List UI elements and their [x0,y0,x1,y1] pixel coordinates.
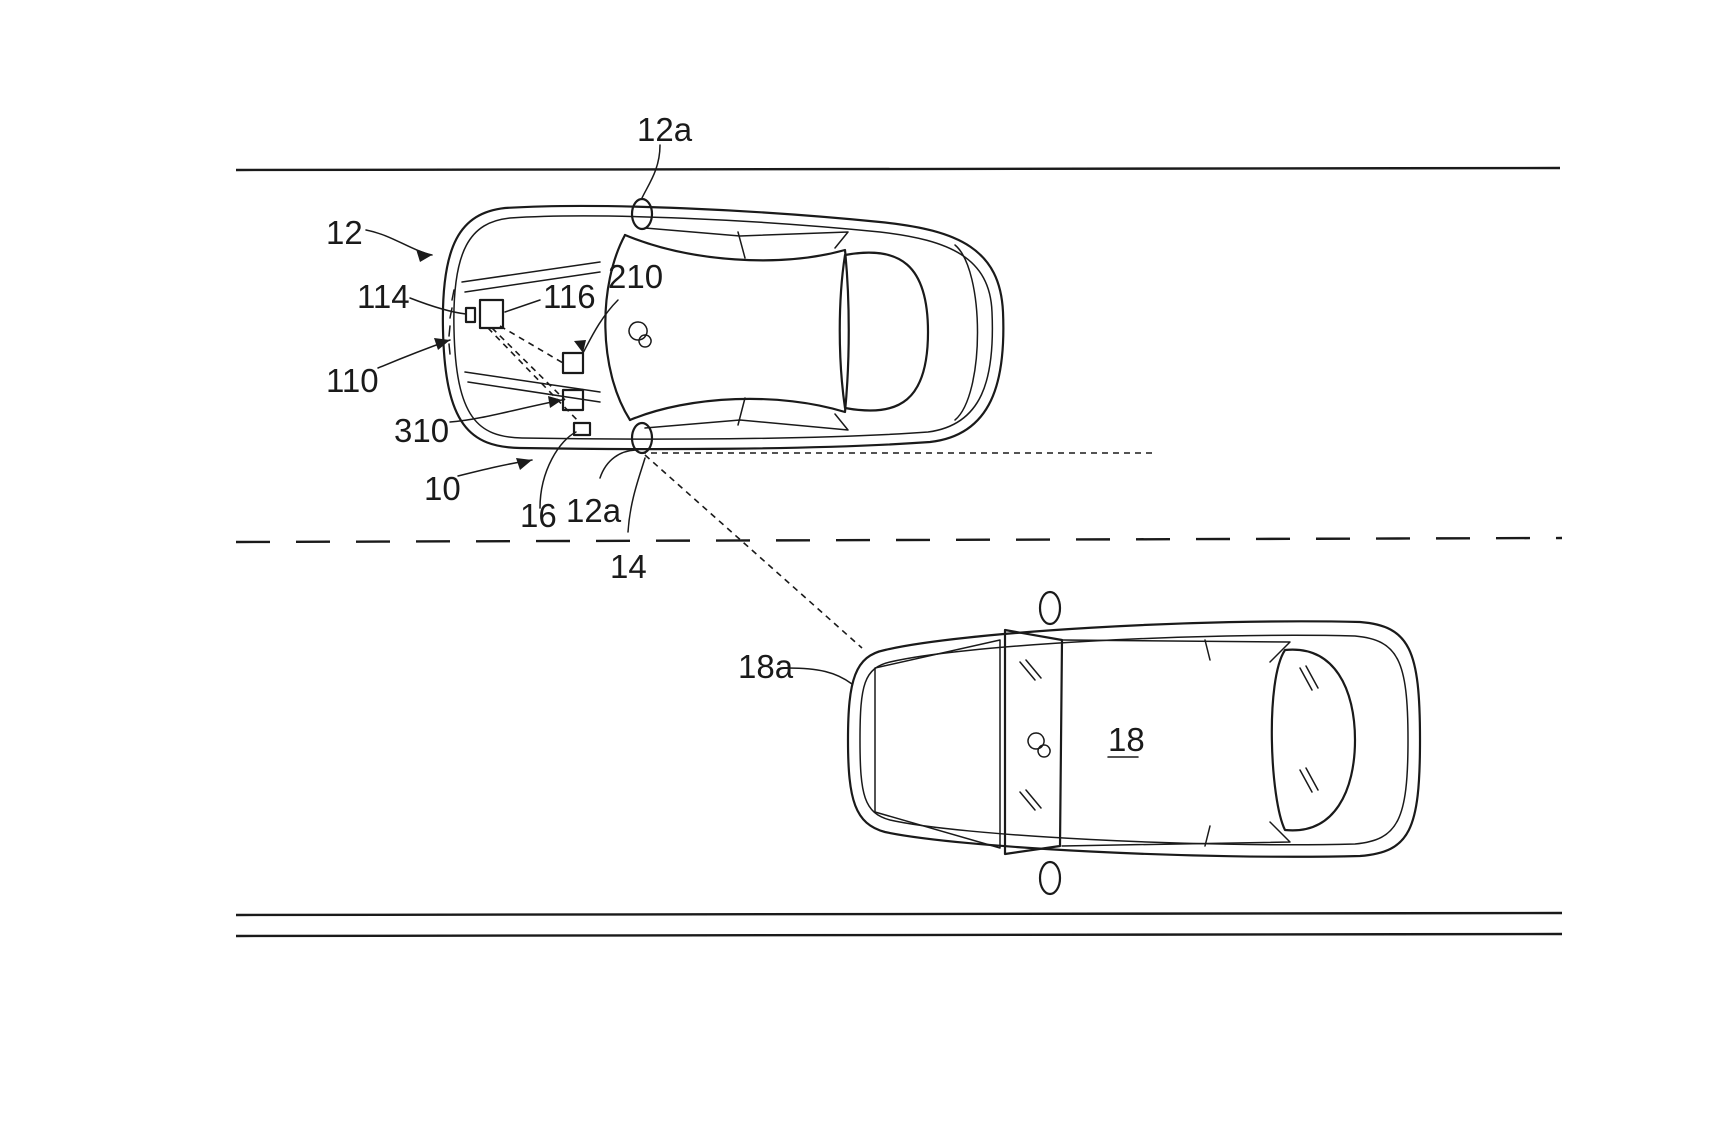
leader-18a [787,667,853,685]
arrow-210 [574,340,586,353]
link-116-210 [499,325,564,364]
module-210 [561,351,585,375]
other-door-top [1061,639,1291,663]
sight-lines [640,452,1155,649]
other-vehicle-body [846,620,1422,858]
host-mirror-top [630,197,654,231]
host-cabin [623,233,850,422]
label-18a: 18a [738,648,794,685]
leader-14 [627,457,646,533]
leader-114 [409,297,467,315]
leader-310 [449,399,563,423]
leader-16 [539,431,577,509]
steering-wheel-icon [1027,732,1051,758]
steering-wheel-icon [628,321,652,348]
module-310 [561,388,585,412]
leader-12 [365,229,433,256]
host-hood-right-rail [464,371,601,393]
host-hood-right-rail-2 [467,381,601,403]
host-vehicle [441,197,1005,455]
host-door-bottom [644,413,849,431]
host-hood-left-rail-2 [464,271,601,293]
other-vehicle-inner-outline [859,634,1409,846]
arrow-110 [434,338,450,350]
other-mirror-top [1038,590,1062,626]
arrow-heads [416,249,586,470]
leader-12a-top [641,144,661,199]
link-116-310 [491,327,566,401]
lane-divider [235,536,1563,544]
windshield-glare-marks [1019,659,1042,811]
host-door-top [644,227,849,249]
road-edge-bottom-2 [235,932,1563,938]
other-windshield [1003,628,1064,856]
host-hood-left-rail [461,261,601,283]
host-vehicle-inner-outline [453,215,994,440]
label-114: 114 [357,278,410,315]
link-116-16 [487,327,581,424]
host-door-seam-bottom [737,397,746,426]
arrow-12 [416,249,432,262]
label-18: 18 [1108,721,1145,758]
host-windshield [604,233,632,422]
module-116 [478,298,505,330]
other-vehicle [846,590,1422,896]
host-mirror-bottom [630,421,654,455]
label-210: 210 [608,258,663,295]
leader-lines [365,144,853,685]
label-310: 310 [394,412,449,449]
label-12a-top: 12a [637,111,693,148]
road-edge-bottom-1 [235,911,1563,917]
other-hood-panel [874,639,1001,849]
other-door-seam-top [1204,639,1211,661]
leader-12a-bottom [599,449,639,479]
label-10: 10 [424,470,461,507]
road [235,166,1563,938]
other-mirror-bottom [1038,860,1062,896]
arrow-10 [516,458,532,470]
host-front-bumper-marks [448,289,455,355]
label-116: 116 [543,278,596,315]
host-rear-window [838,251,930,412]
leader-210 [582,299,619,354]
label-16: 16 [520,497,557,534]
road-edge-top [235,166,1561,172]
other-door-bottom [1061,821,1291,847]
host-vehicle-body [441,204,1005,451]
sensor-view-line [644,454,863,649]
host-trunk-lines [954,244,979,421]
reference-labels: 12a 12 114 116 210 110 310 10 16 12a 14 … [326,111,1145,758]
label-110: 110 [326,362,379,399]
arrow-310 [548,396,562,408]
label-14: 14 [610,548,647,585]
leader-116 [504,299,541,313]
other-door-seam-bottom [1204,825,1211,847]
host-door-seam-top [737,231,746,259]
rear-window-glare-marks [1299,665,1319,793]
module-16 [572,421,592,437]
label-12: 12 [326,214,363,251]
module-114 [464,306,477,324]
other-rear-window [1270,648,1357,832]
label-12a-bottom: 12a [566,492,622,529]
